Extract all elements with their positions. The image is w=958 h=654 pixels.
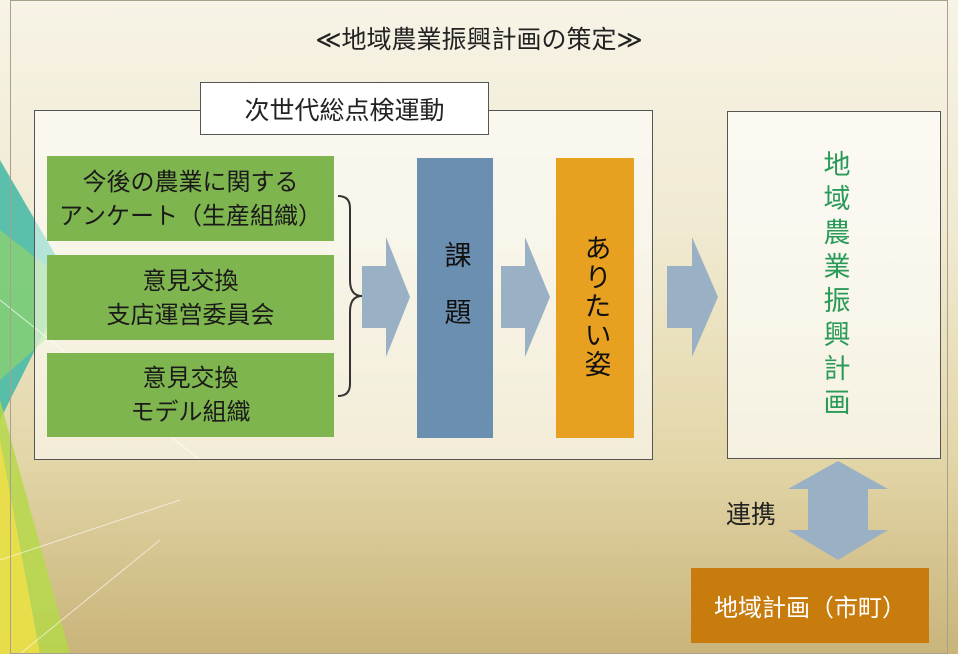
source-branch-line-1: 意見交換 (142, 266, 239, 295)
source-model-line-2: モデル組織 (130, 398, 251, 426)
review-movement-label: 次世代総点検運動 (200, 82, 489, 135)
vision-bar: ありたい姿 (556, 158, 634, 438)
regional-plan-box: 地域農業振興計画 (727, 111, 941, 459)
source-survey-line-2: アンケート（生産組織） (58, 201, 323, 230)
page-title: ≪地域農業振興計画の策定≫ (315, 25, 643, 54)
curly-brace-icon (337, 195, 363, 397)
arrow-right-icon (501, 237, 550, 357)
regional-plan-label: 地域農業振興計画 (818, 150, 850, 422)
city-plan-label: 地域計画（市町） (714, 594, 906, 622)
source-model-line-1: 意見交換 (142, 364, 239, 392)
source-survey-box: 今後の農業に関する アンケート（生産組織） (47, 156, 334, 241)
double-arrow-icon (788, 461, 888, 560)
source-model-org-box: 意見交換 モデル組織 (47, 353, 334, 437)
source-survey-line-1: 今後の農業に関する (82, 167, 299, 196)
vision-label: ありたい姿 (579, 234, 611, 379)
arrow-right-icon (362, 237, 410, 357)
arrow-right-icon (667, 237, 718, 357)
source-branch-line-2: 支店運営委員会 (106, 300, 275, 329)
city-plan-box: 地域計画（市町） (691, 568, 929, 643)
source-branch-committee-box: 意見交換 支店運営委員会 (47, 255, 334, 340)
issues-bar: 課題 (417, 158, 493, 438)
link-label: 連携 (726, 500, 777, 529)
issues-label: 課題 (439, 241, 471, 355)
